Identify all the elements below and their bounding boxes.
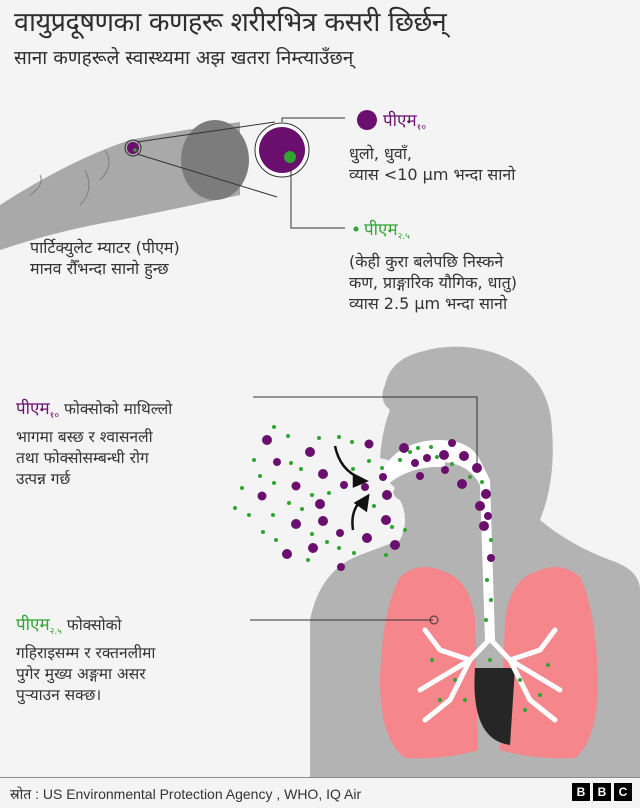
bbc-logo: B B C — [572, 783, 632, 801]
pm10-note-label: पीएम१० — [16, 399, 60, 421]
pm25-subscript: २.५ — [397, 232, 410, 242]
pm10-note-subscript: १० — [49, 411, 60, 421]
bbc-logo-b1: B — [572, 783, 590, 801]
page-subtitle: साना कणहरूले स्वास्थ्यमा अझ खतरा निम्त्य… — [14, 47, 354, 69]
pm25-note-subscript: २.५ — [49, 627, 62, 637]
bbc-logo-c: C — [614, 783, 632, 801]
pm25-note-text: फोक्सोको गहिराइसम्म र रक्तनलीमा पुगेर मु… — [16, 616, 156, 704]
bbc-logo-b2: B — [593, 783, 611, 801]
pm25-label-text: पीएम — [364, 220, 398, 240]
pm10-description: धुलो, धुवाँ, व्यास <10 μm भन्दा सानो — [349, 144, 516, 184]
pm25-description: (केही कुरा बलेपछि निस्कने कण, प्राङ्गारि… — [349, 252, 517, 313]
inhale-arrows — [333, 445, 370, 531]
pm10-label: पीएम१० — [383, 108, 426, 133]
pm10-note-text: फोक्सोको माथिल्लो भागमा बस्छ र श्वासनली … — [16, 400, 173, 488]
footer-divider — [0, 777, 640, 778]
pm25-label: पीएम२.५ — [364, 217, 410, 242]
page-title: वायुप्रदूषणका कणहरू शरीरभित्र कसरी छिर्छ… — [14, 7, 447, 38]
lungs — [250, 567, 598, 759]
pm25-note: पीएम२.५ फोक्सोको गहिराइसम्म र रक्तनलीमा … — [16, 594, 256, 706]
hair-caption: पार्टिक्युलेट म्याटर (पीएम) मानव रौँभन्द… — [30, 238, 180, 278]
hair-strand-illustration — [0, 110, 377, 250]
pm25-note-label-text: पीएम — [16, 615, 50, 635]
pm10-subscript: १० — [416, 123, 427, 133]
pm10-note: पीएम१० फोक्सोको माथिल्लो भागमा बस्छ र श्… — [16, 378, 256, 490]
source-text: स्रोत : US Environmental Protection Agen… — [10, 786, 362, 802]
pm10-label-text: पीएम — [383, 111, 417, 131]
pm10-note-label-text: पीएम — [16, 399, 50, 419]
particle-cloud — [233, 425, 550, 712]
pm25-note-label: पीएम२.५ — [16, 615, 62, 637]
